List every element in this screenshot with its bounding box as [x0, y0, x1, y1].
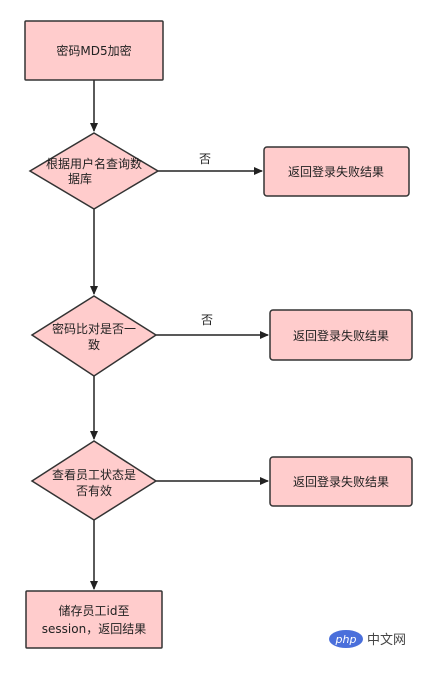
node-password-compare: 密码比对是否一 致 — [30, 295, 158, 377]
watermark: php 中文网 — [329, 630, 406, 648]
php-logo-icon — [329, 630, 363, 648]
node-fail-3-label: 返回登录失败结果 — [293, 474, 389, 489]
node-fail-2: 返回登录失败结果 — [269, 309, 413, 361]
node-check-status-line-1: 查看员工状态是 — [52, 468, 136, 482]
node-encrypt: 密码MD5加密 — [24, 20, 164, 81]
node-fail-1: 返回登录失败结果 — [263, 146, 410, 197]
node-store-session-line-1: 储存员工id至 — [59, 603, 130, 618]
edge-label-no-1: 否 — [199, 152, 211, 166]
node-query-db-line-1: 根据用户名查询数 — [46, 156, 142, 171]
node-password-compare-line-2: 致 — [88, 338, 100, 352]
node-check-status: 查看员工状态是 否有效 — [30, 440, 158, 521]
node-query-db-line-2: 据库 — [68, 171, 92, 186]
node-fail-2-label: 返回登录失败结果 — [293, 328, 389, 343]
edges — [90, 80, 269, 590]
node-fail-1-label: 返回登录失败结果 — [288, 164, 384, 179]
node-encrypt-label: 密码MD5加密 — [56, 43, 131, 58]
node-check-status-line-2: 否有效 — [76, 483, 112, 498]
watermark-badge-text: php — [335, 633, 357, 646]
node-fail-3: 返回登录失败结果 — [269, 456, 413, 507]
node-password-compare-line-1: 密码比对是否一 — [52, 321, 136, 336]
watermark-text: 中文网 — [367, 633, 406, 648]
node-store-session-line-2: session，返回结果 — [42, 622, 146, 636]
node-query-db: 根据用户名查询数 据库 — [28, 132, 160, 210]
edge-label-no-2: 否 — [201, 313, 213, 327]
node-store-session: 储存员工id至 session，返回结果 — [25, 590, 163, 649]
